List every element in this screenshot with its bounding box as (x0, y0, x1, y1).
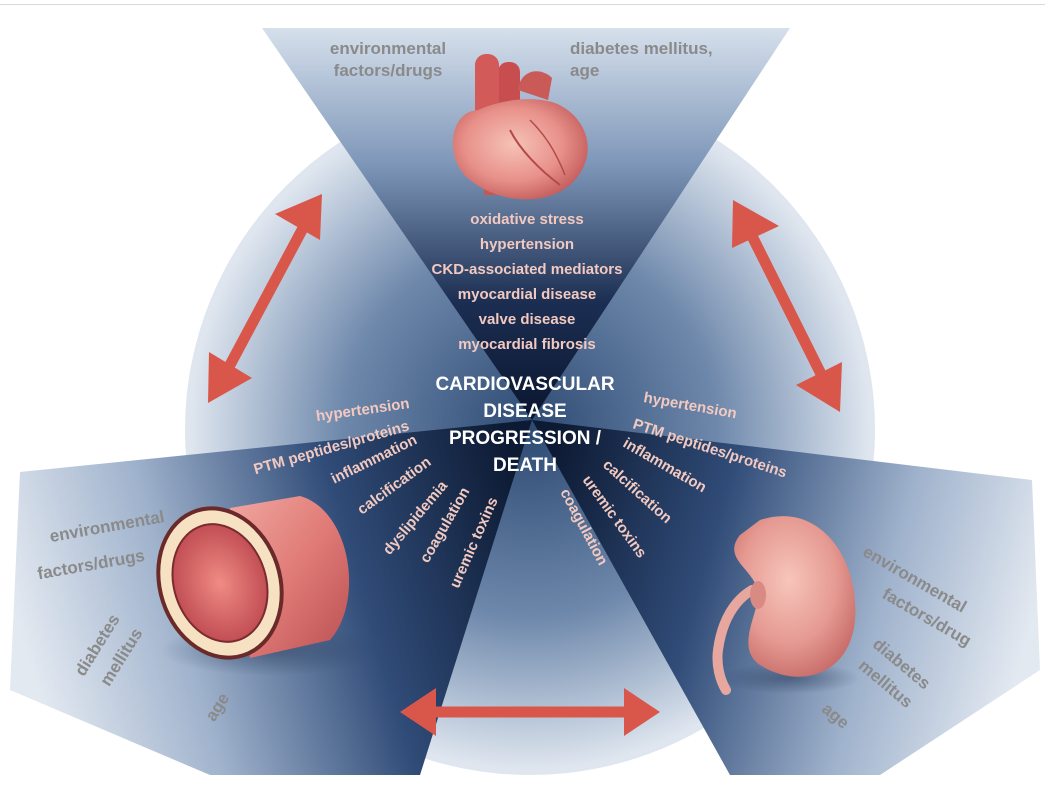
factor-text: environmental (330, 39, 446, 58)
center-line: PROGRESSION / (449, 428, 602, 449)
heart-left-factors: environmental factors/drugs (330, 39, 446, 80)
heart-mediators: oxidative stress hypertension CKD-associ… (432, 211, 623, 353)
heart-illustration (452, 54, 588, 200)
heart-panel (262, 28, 790, 420)
factor-text: diabetes mellitus, (570, 39, 713, 58)
mediator-text: hypertension (480, 236, 574, 253)
kidney-illustration (712, 516, 860, 695)
factor-text: factors/drugs (334, 61, 443, 80)
center-line: CARDIOVASCULAR (435, 374, 614, 395)
center-line: DEATH (493, 455, 557, 476)
mediator-text: myocardial disease (458, 286, 596, 303)
center-line: DISEASE (483, 401, 566, 422)
mediator-text: myocardial fibrosis (458, 336, 596, 353)
heart-right-factors: diabetes mellitus, age (570, 39, 713, 80)
vessel-illustration (156, 496, 380, 676)
mediator-text: oxidative stress (470, 211, 583, 228)
factor-text: age (570, 61, 599, 80)
mediator-text: CKD-associated mediators (432, 261, 623, 278)
top-rule (0, 4, 1045, 5)
arrow-vessel-heart (208, 194, 322, 403)
arrow-vessel-kidney (400, 688, 660, 736)
center-title: CARDIOVASCULAR DISEASE PROGRESSION / DEA… (435, 374, 614, 476)
mediator-text: valve disease (479, 311, 576, 328)
arrow-heart-kidney (732, 200, 842, 412)
